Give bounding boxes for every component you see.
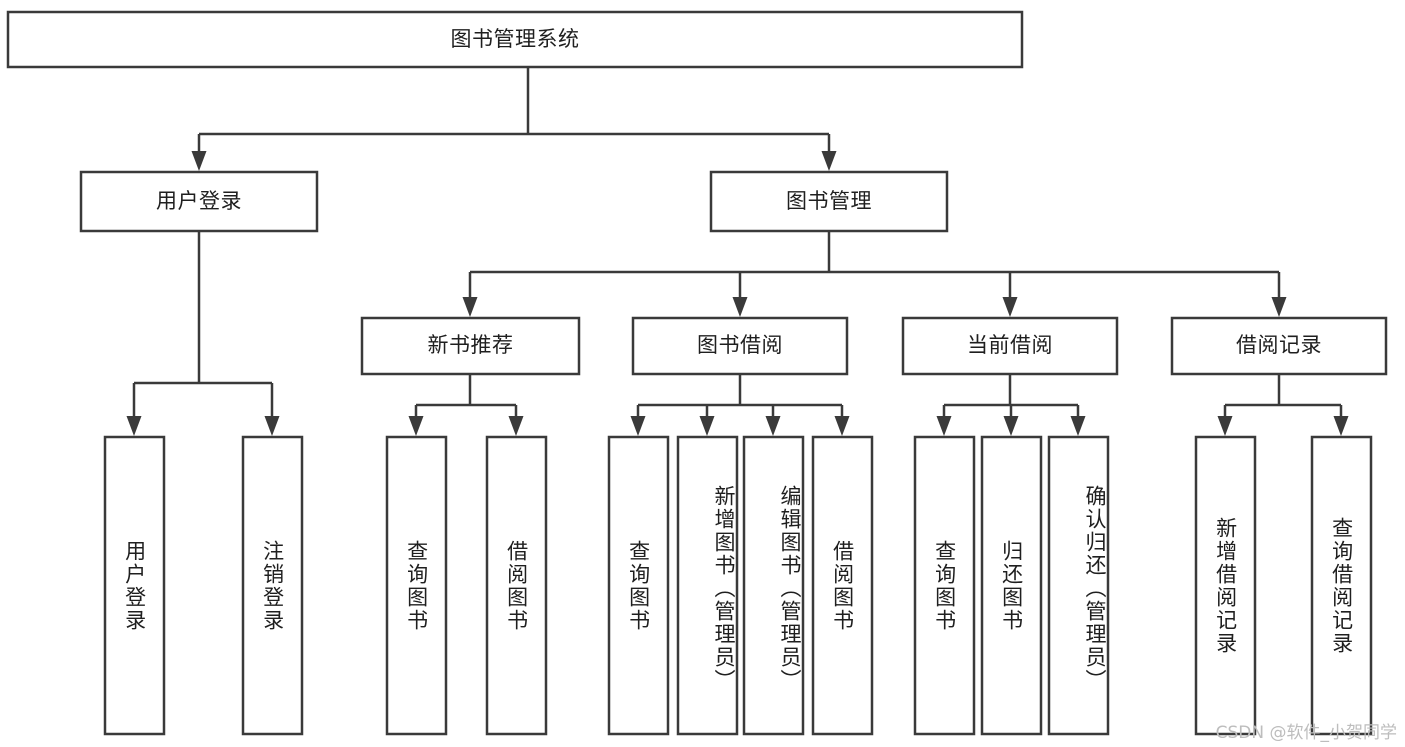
node-box-leaf-query-book-3[interactable] [913, 435, 976, 736]
node-box-borrow-record[interactable] [1170, 316, 1388, 376]
node-box-leaf-confirm-return[interactable] [1047, 435, 1110, 736]
node-box-leaf-add-book[interactable] [676, 435, 739, 736]
connector-c-cb-split [936, 374, 1086, 436]
node-box-leaf-query-book-2[interactable] [607, 435, 670, 736]
node-box-leaf-return-book[interactable] [980, 435, 1043, 736]
connector-c-br-split [1217, 374, 1349, 436]
connector-c-nbr-split [408, 374, 524, 436]
boxes-layer [6, 10, 1388, 736]
node-box-current-borrow[interactable] [901, 316, 1119, 376]
node-box-leaf-add-record[interactable] [1194, 435, 1257, 736]
node-box-leaf-query-record[interactable] [1310, 435, 1373, 736]
node-box-leaf-user-login[interactable] [103, 435, 166, 736]
node-box-leaf-logout[interactable] [241, 435, 304, 736]
node-box-leaf-borrow-book-2[interactable] [811, 435, 874, 736]
node-box-leaf-edit-book[interactable] [742, 435, 805, 736]
node-box-book-management[interactable] [709, 170, 949, 233]
node-box-user-login[interactable] [79, 170, 319, 233]
node-box-new-book-recommend[interactable] [360, 316, 581, 376]
node-box-leaf-query-book-1[interactable] [385, 435, 448, 736]
connectors-layer [126, 67, 1349, 436]
connector-c-root-split [191, 67, 837, 171]
connector-c-bb-split [630, 374, 850, 436]
node-box-root[interactable] [6, 10, 1024, 69]
connector-c-bm-split [462, 231, 1287, 317]
connector-c-ul-split [126, 231, 280, 436]
node-box-book-borrow[interactable] [631, 316, 849, 376]
node-box-leaf-borrow-book-1[interactable] [485, 435, 548, 736]
watermark: CSDN @软件_小贺同学 [1215, 723, 1397, 743]
